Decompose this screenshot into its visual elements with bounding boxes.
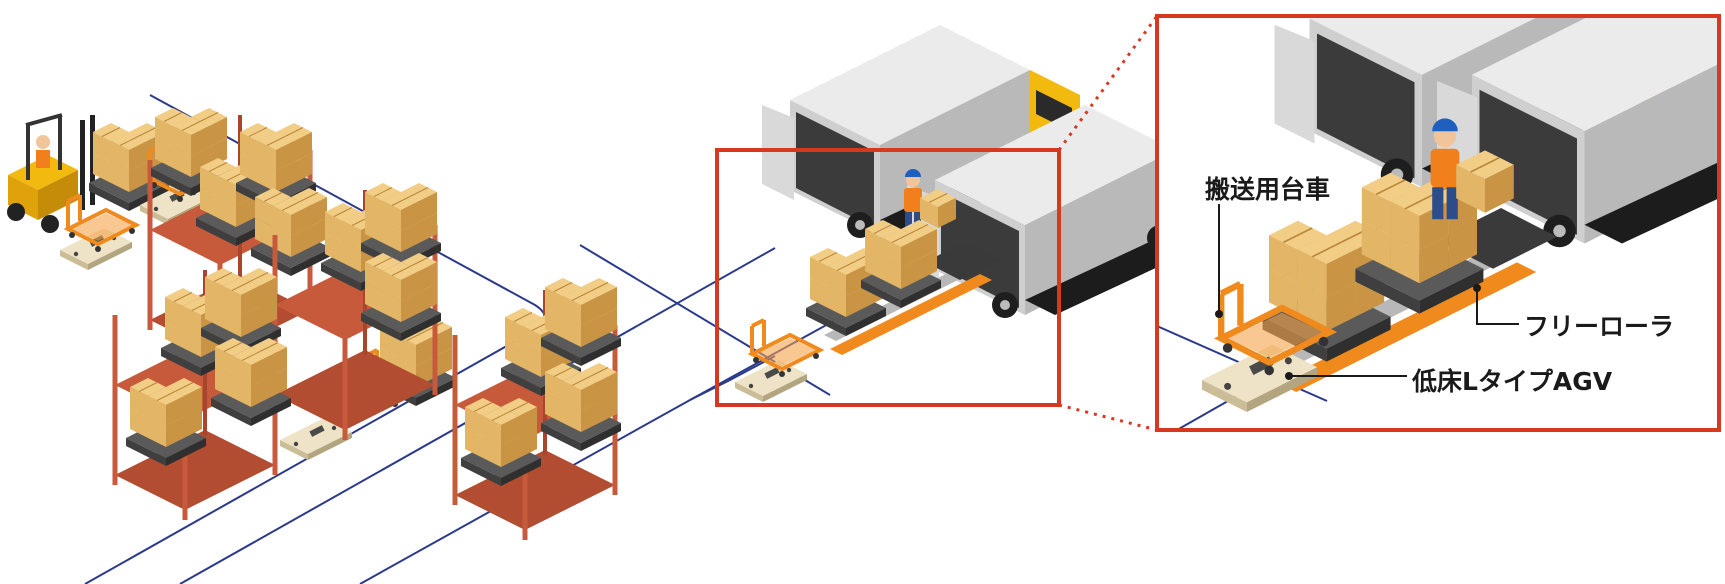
- storage-rack-icon: [115, 108, 621, 540]
- zoom-connector-lines: [1057, 15, 1159, 432]
- zoom-inset: [1155, 14, 1721, 432]
- highlight-frame-small: [715, 148, 1061, 407]
- label-low-floor-agv: 低床LタイプAGV: [1412, 367, 1613, 396]
- mid-dock-equipment: [735, 220, 1000, 402]
- forklift-icon: [7, 113, 169, 233]
- label-transport-cart: 搬送用台車: [1205, 175, 1331, 204]
- label-free-roller: フリーローラ: [1524, 312, 1675, 341]
